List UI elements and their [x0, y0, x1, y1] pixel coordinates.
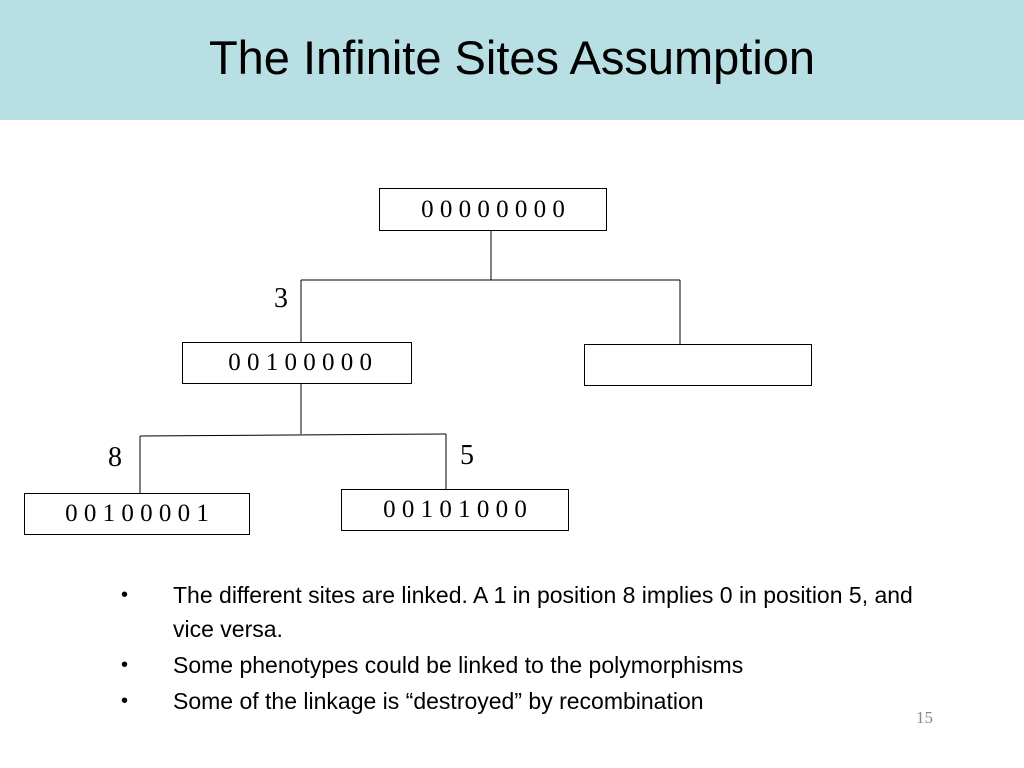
root-node: 0 0 0 0 0 0 0 0 — [379, 188, 607, 231]
bullet-item: • Some phenotypes could be linked to the… — [118, 648, 918, 682]
mid-crossbar — [139, 433, 447, 437]
mid-left-node: 0 0 1 0 0 0 0 0 — [182, 342, 412, 384]
bullet-marker: • — [121, 654, 129, 676]
title-bar — [0, 0, 1024, 120]
leaf-right-node: 0 0 1 0 1 0 0 0 — [341, 489, 569, 531]
bullet-marker: • — [121, 584, 129, 606]
slide-title: The Infinite Sites Assumption — [208, 31, 816, 84]
mid-right-node — [584, 344, 812, 386]
edge-label-8: 8 — [108, 442, 122, 473]
bullet-item: • Some of the linkage is “destroyed” by … — [118, 684, 918, 718]
bullet-list: • The different sites are linked. A 1 in… — [118, 578, 918, 720]
leaf-left-node: 0 0 1 0 0 0 0 1 — [24, 493, 250, 535]
bullet-marker: • — [121, 690, 129, 712]
edge-label-5: 5 — [460, 440, 474, 471]
edge-label-3: 3 — [274, 283, 288, 314]
bullet-item: • The different sites are linked. A 1 in… — [118, 578, 918, 646]
bullet-text: The different sites are linked. A 1 in p… — [173, 582, 913, 642]
page-number: 15 — [916, 708, 933, 727]
bullet-text: Some phenotypes could be linked to the p… — [173, 652, 744, 678]
bullet-text: Some of the linkage is “destroyed” by re… — [173, 688, 704, 714]
